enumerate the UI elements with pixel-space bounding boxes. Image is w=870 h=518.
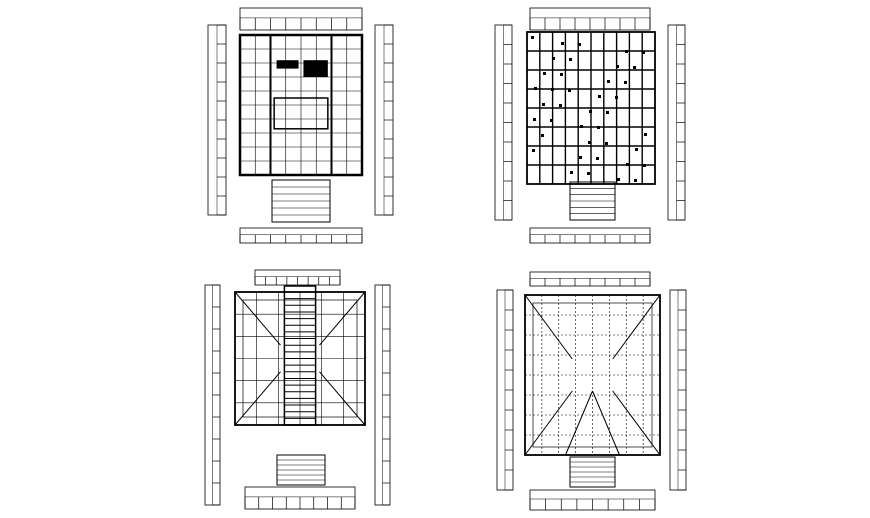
column-marker: [561, 42, 564, 45]
hip-line: [234, 371, 281, 426]
column-marker: [624, 81, 627, 84]
column-marker: [578, 43, 581, 46]
column-marker: [542, 103, 545, 106]
hip-line: [612, 390, 661, 456]
column-marker: [634, 179, 637, 182]
hip-line: [524, 390, 573, 456]
column-marker: [615, 96, 618, 99]
roof-plan: [496, 271, 687, 511]
column-marker: [607, 80, 610, 83]
eave-line: [532, 302, 653, 448]
column-marker: [568, 89, 571, 92]
column-marker: [532, 149, 535, 152]
column-marker: [541, 134, 544, 137]
column-marker: [643, 164, 646, 167]
column-marker: [598, 95, 601, 98]
column-marker: [534, 87, 537, 90]
roof-framing-plan: [204, 269, 391, 510]
framing-plan: [494, 7, 686, 244]
column-marker: [543, 72, 546, 75]
column-marker: [550, 119, 553, 122]
column-marker: [625, 50, 628, 53]
column-marker: [551, 88, 554, 91]
hip-line: [524, 294, 573, 360]
column-marker: [633, 66, 636, 69]
column-marker: [560, 73, 563, 76]
hip-line: [612, 294, 661, 360]
ground-floor-plan: [207, 7, 394, 244]
column-marker: [616, 65, 619, 68]
column-marker: [635, 148, 638, 151]
column-marker: [642, 51, 645, 54]
column-marker: [533, 118, 536, 121]
column-marker: [559, 104, 562, 107]
hip-line: [234, 291, 281, 346]
column-marker: [606, 111, 609, 114]
column-marker: [579, 156, 582, 159]
valley-line: [565, 390, 593, 456]
column-marker: [605, 142, 608, 145]
inner-room: [273, 97, 329, 130]
column-marker: [531, 36, 534, 39]
column-marker: [570, 171, 573, 174]
column-marker: [552, 57, 555, 60]
column-marker: [589, 110, 592, 113]
column-marker: [588, 141, 591, 144]
column-marker: [597, 126, 600, 129]
label-block: [303, 60, 328, 77]
column-marker: [617, 178, 620, 181]
column-marker: [644, 133, 647, 136]
column-marker: [580, 125, 583, 128]
hip-line: [319, 371, 366, 426]
central-roof-frame: [283, 285, 317, 426]
column-marker: [569, 58, 572, 61]
column-marker: [587, 172, 590, 175]
label-block: [276, 60, 299, 69]
column-marker: [596, 157, 599, 160]
column-marker: [626, 163, 629, 166]
valley-line: [592, 390, 620, 456]
eave-line: [242, 299, 358, 418]
hip-line: [319, 291, 366, 346]
